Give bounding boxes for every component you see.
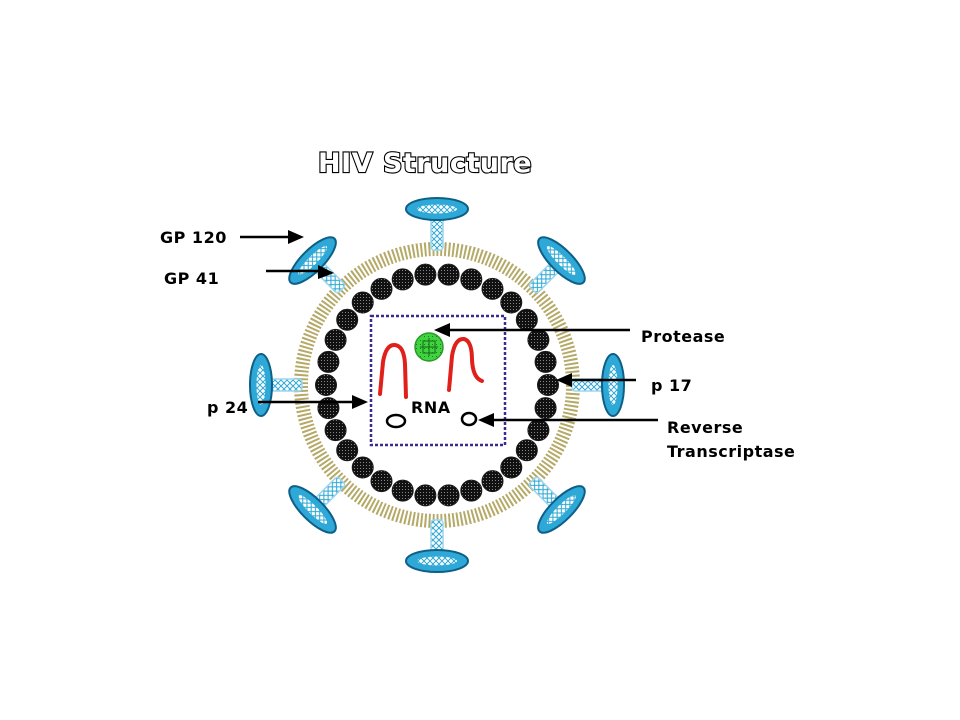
matrix-protein-bead bbox=[391, 479, 414, 502]
p17-matrix-ring bbox=[315, 263, 559, 507]
matrix-protein-bead bbox=[515, 439, 538, 462]
arrow-p17 bbox=[556, 373, 636, 387]
diagram-title: HIV Structure bbox=[318, 148, 532, 179]
gp120-knob bbox=[601, 353, 625, 417]
matrix-protein-bead bbox=[537, 374, 559, 396]
label-p24: p 24 bbox=[207, 398, 248, 417]
label-protease: Protease bbox=[641, 327, 725, 346]
matrix-protein-bead bbox=[370, 277, 393, 300]
matrix-protein-bead bbox=[391, 268, 414, 291]
label-p17: p 17 bbox=[651, 376, 692, 395]
arrow-gp120 bbox=[240, 230, 304, 244]
gp120-knob bbox=[405, 197, 469, 221]
matrix-protein-bead bbox=[527, 328, 550, 351]
matrix-protein-bead bbox=[414, 263, 437, 286]
gp120-knob bbox=[537, 485, 586, 534]
matrix-protein-bead bbox=[336, 308, 359, 331]
gp120-knob bbox=[405, 549, 469, 573]
matrix-protein-bead bbox=[351, 456, 374, 479]
reverse-transcriptase-right bbox=[460, 411, 478, 427]
matrix-protein-bead bbox=[460, 268, 483, 291]
label-rna: RNA bbox=[411, 398, 451, 417]
matrix-protein-bead bbox=[437, 484, 460, 507]
arrow-p24 bbox=[258, 395, 368, 409]
rna-strand-right bbox=[447, 336, 484, 392]
matrix-protein-bead bbox=[500, 456, 523, 479]
matrix-protein-bead bbox=[336, 439, 359, 462]
matrix-protein-bead bbox=[460, 479, 483, 502]
matrix-protein-bead bbox=[414, 484, 437, 507]
matrix-protein-bead bbox=[370, 470, 393, 493]
matrix-protein-bead bbox=[500, 291, 523, 314]
arrow-protease bbox=[434, 323, 630, 337]
label-gp120: GP 120 bbox=[160, 228, 227, 247]
matrix-protein-bead bbox=[534, 350, 557, 373]
arrow-reverse-transcriptase bbox=[478, 413, 658, 427]
matrix-protein-bead bbox=[534, 397, 557, 420]
gp120-knob bbox=[537, 236, 586, 285]
matrix-protein-bead bbox=[527, 419, 550, 442]
matrix-protein-bead bbox=[317, 350, 340, 373]
matrix-protein-bead bbox=[481, 470, 504, 493]
label-transcriptase: Transcriptase bbox=[667, 442, 795, 461]
arrow-gp41 bbox=[266, 265, 334, 279]
matrix-protein-bead bbox=[315, 374, 337, 396]
protease-glyph-icon bbox=[420, 338, 438, 356]
matrix-protein-bead bbox=[351, 291, 374, 314]
matrix-protein-bead bbox=[437, 263, 460, 286]
matrix-protein-bead bbox=[324, 419, 347, 442]
matrix-protein-bead bbox=[317, 397, 340, 420]
matrix-protein-bead bbox=[515, 308, 538, 331]
rna-strand-left bbox=[378, 342, 408, 399]
gp120-knob bbox=[288, 485, 337, 534]
label-gp41: GP 41 bbox=[164, 269, 219, 288]
reverse-transcriptase-left bbox=[385, 413, 407, 429]
gp120-knob bbox=[249, 353, 273, 417]
gp120-knobs bbox=[249, 197, 625, 573]
matrix-protein-bead bbox=[324, 328, 347, 351]
matrix-protein-bead bbox=[481, 277, 504, 300]
label-reverse: Reverse bbox=[667, 418, 743, 437]
